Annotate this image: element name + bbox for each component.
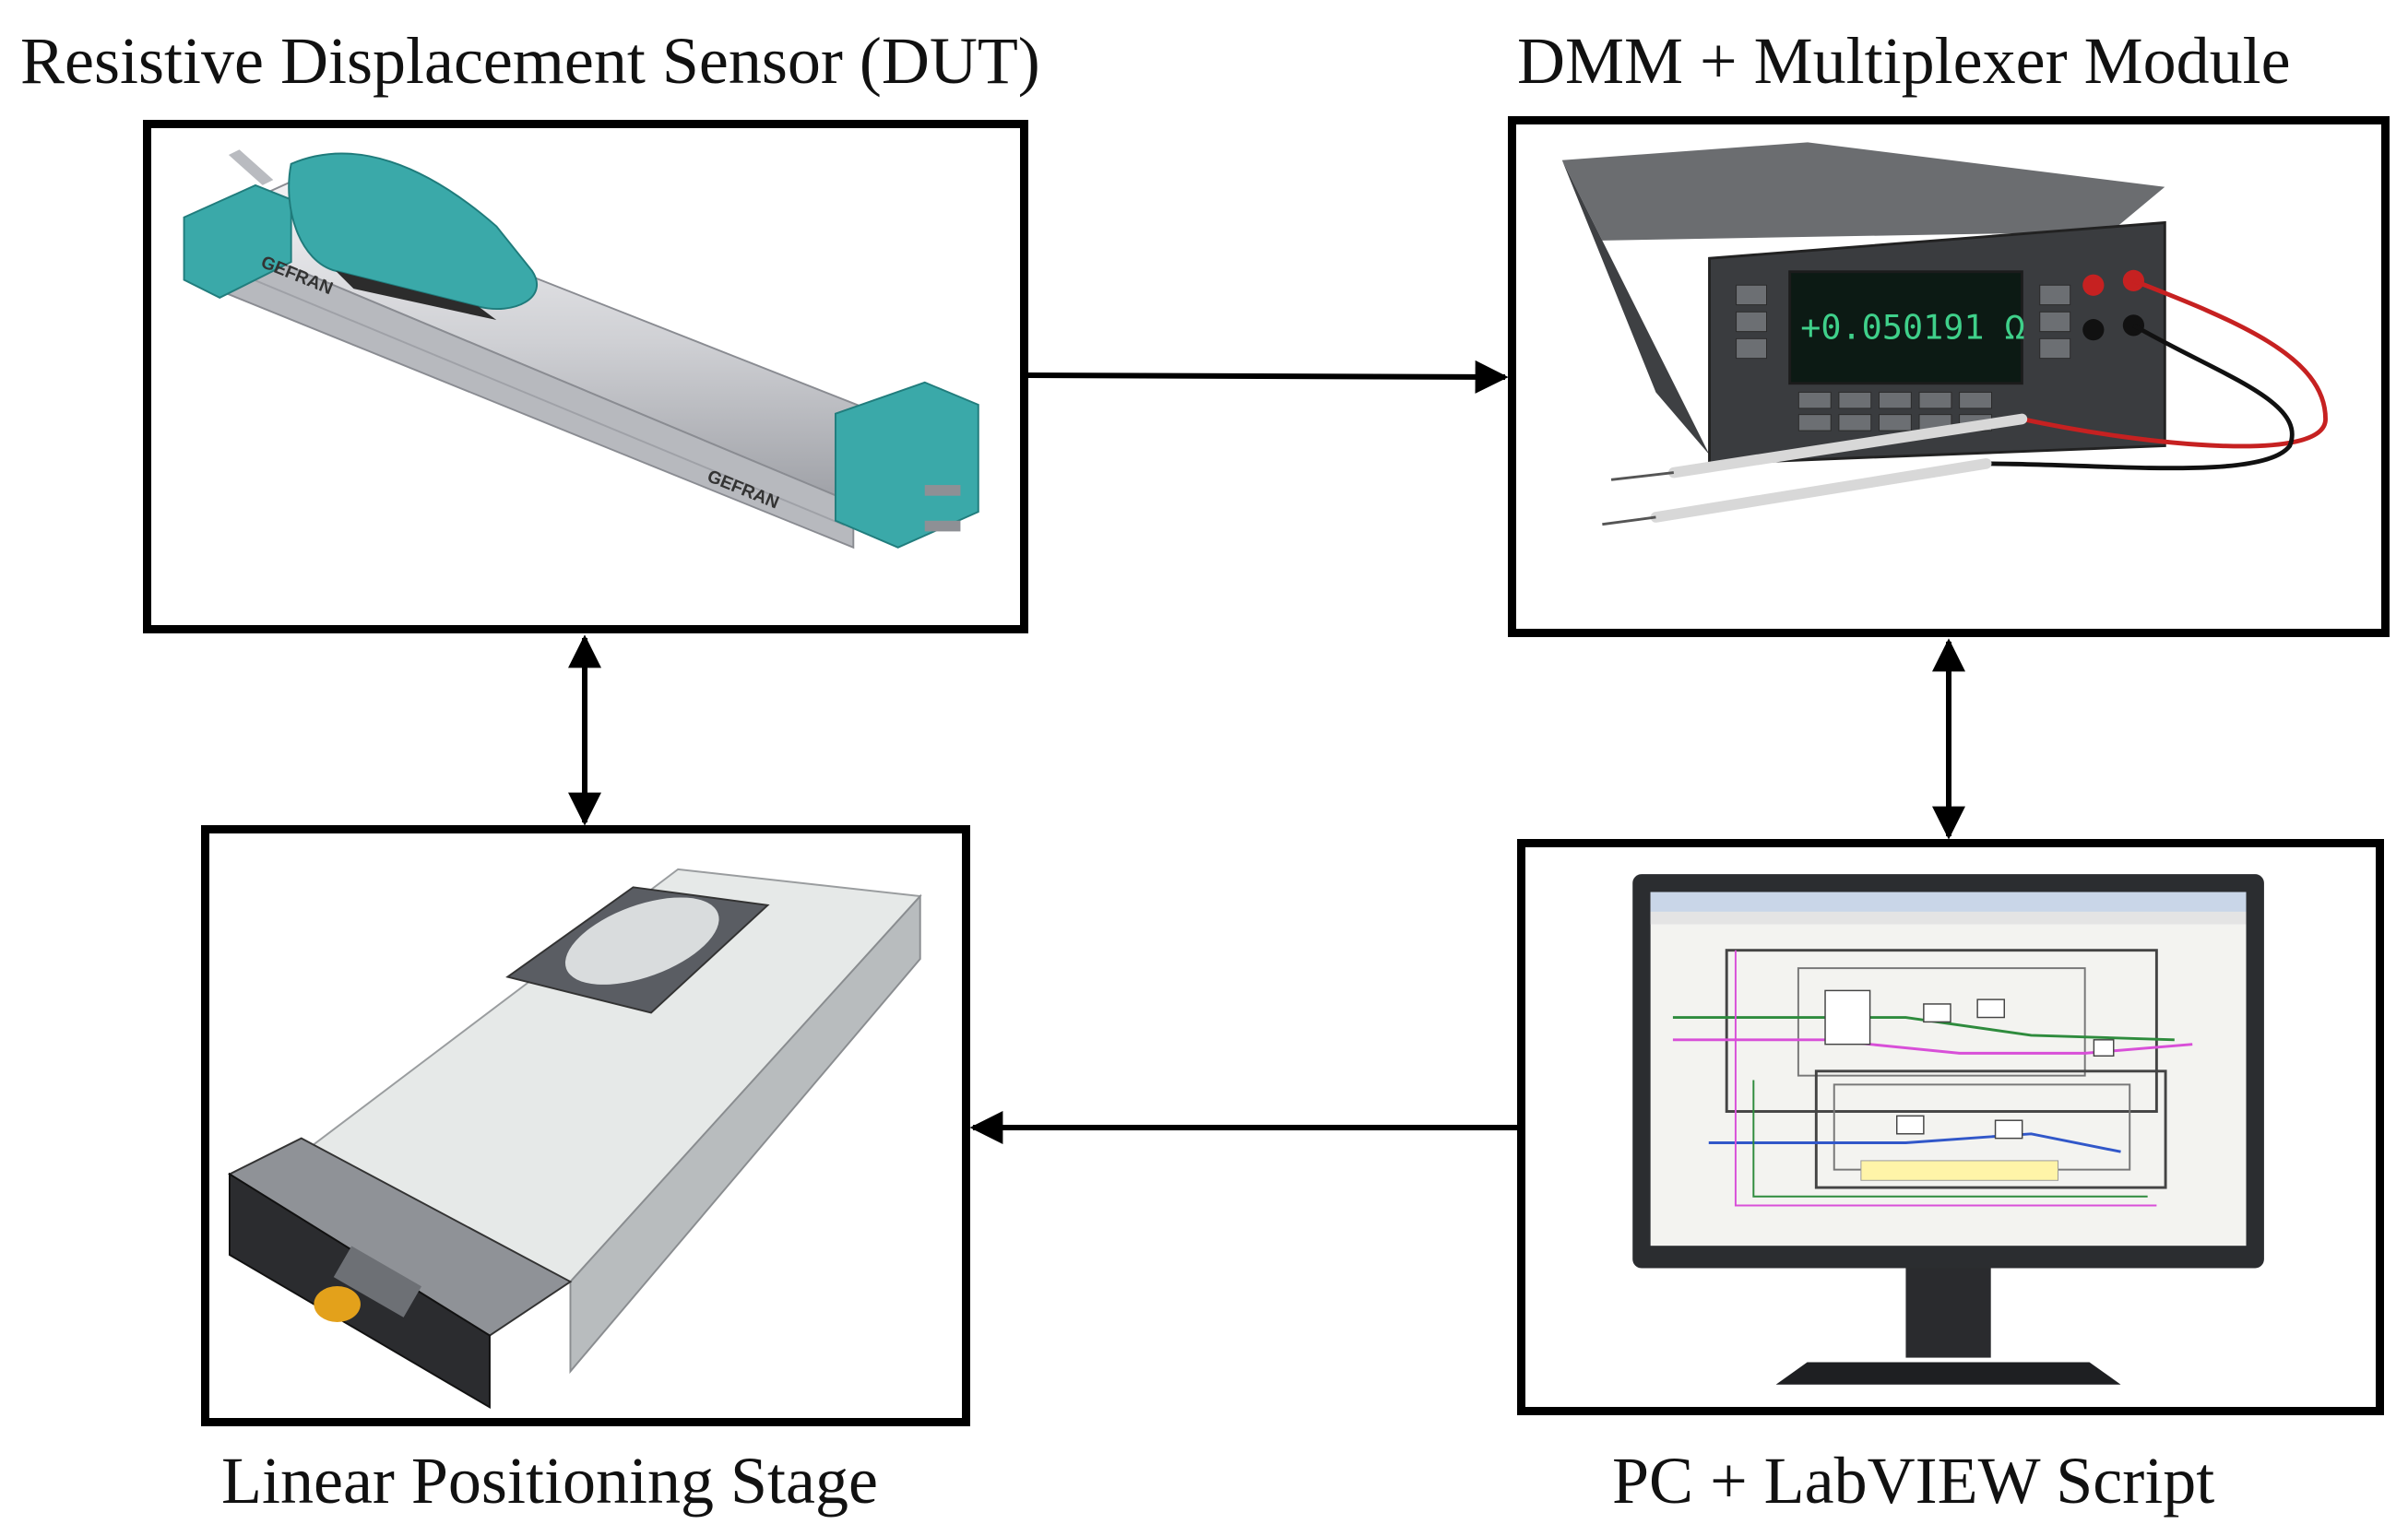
stage-label: Linear Positioning Stage <box>221 1444 878 1518</box>
pc-label: PC + LabVIEW Script <box>1612 1444 2215 1518</box>
arrow-sensor-to-dmm <box>1027 360 1509 394</box>
positioning-stage-image <box>227 868 922 1410</box>
dmm-label: DMM + Multiplexer Module <box>1517 24 2291 98</box>
pc-labview-image <box>1632 874 2264 1385</box>
pc-block <box>1517 839 2384 1415</box>
sensor-label: Resistive Displacement Sensor (DUT) <box>20 24 1040 98</box>
dmm-reading: +0.050191 Ω <box>1800 307 2024 347</box>
stage-block <box>201 825 970 1426</box>
dmm-image: +0.050191 Ω <box>1561 142 2328 526</box>
sensor-block: GEFRAN GEFRAN <box>143 120 1028 633</box>
displacement-sensor-image: GEFRAN GEFRAN <box>183 149 979 549</box>
dmm-block: +0.050191 Ω <box>1508 116 2390 637</box>
